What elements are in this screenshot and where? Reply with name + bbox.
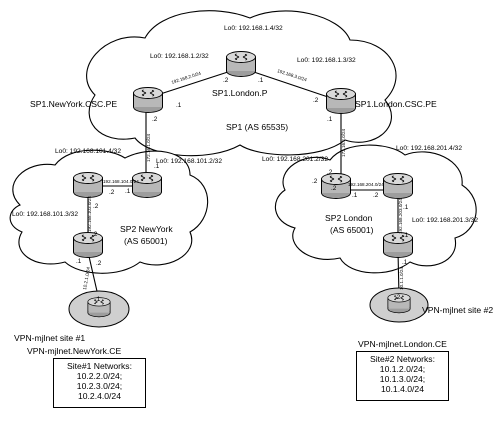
sp2-ny-as: (AS 65001) bbox=[124, 236, 168, 246]
site2-label: VPN-mjlnet site #2 bbox=[422, 305, 493, 315]
port-labels: .1 .2 .2 .1 .1 .2 .1 .2 .1 .2 .2 .1 .2 .… bbox=[76, 77, 409, 303]
ce-ld-name: VPN-mjlnet.London.CE bbox=[358, 339, 447, 349]
svg-text:.1: .1 bbox=[125, 188, 131, 195]
router-sp2-newyork-b bbox=[132, 172, 162, 198]
svg-text:.1: .1 bbox=[327, 116, 333, 123]
lo-sp2-ny-b: Lo0: 192.168.101.2/32 bbox=[156, 158, 222, 165]
svg-text:.2: .2 bbox=[109, 189, 115, 196]
svg-text:.1: .1 bbox=[258, 77, 264, 84]
sp1-as-label: SP1 (AS 65535) bbox=[226, 122, 288, 132]
site2-network-1: 10.1.2.0/24; bbox=[379, 364, 426, 374]
svg-text:.1: .1 bbox=[76, 258, 82, 265]
subnet-ny-a-pe: 192.168.103.0/24 bbox=[87, 196, 92, 232]
svg-text:.2: .2 bbox=[152, 116, 158, 123]
svg-text:.2: .2 bbox=[96, 260, 102, 267]
sp2-ld-as: (AS 65001) bbox=[330, 225, 374, 235]
site2-network-2: 10.1.3.0/24; bbox=[379, 374, 426, 384]
svg-text:.1: .1 bbox=[176, 102, 182, 109]
ce-ny-name: VPN-mjlnet.NewYork.CE bbox=[27, 346, 122, 356]
sp1-ny-pe-name: SP1.NewYork.CSC.PE bbox=[30, 99, 117, 109]
svg-text:.1: .1 bbox=[154, 163, 160, 170]
sp2-london-cloud bbox=[274, 144, 477, 274]
site2-networks-title: Site#2 Networks: bbox=[370, 354, 435, 364]
lo-sp2-ny-a: Lo0: 192.168.101.4/32 bbox=[55, 148, 121, 155]
subnet-ld-a-b: 192.168.204.0/24 bbox=[348, 182, 384, 187]
router-sp1-newyork-pe bbox=[133, 87, 163, 113]
svg-text:.2: .2 bbox=[373, 192, 379, 199]
lo-sp1-p: Lo0: 192.168.1.4/32 bbox=[224, 25, 283, 32]
lo-sp2-ny-pe: Lo0: 192.168.101.3/32 bbox=[12, 211, 78, 218]
subnet-ld-pe-sp2: 172.16.2.0/24 bbox=[341, 128, 346, 157]
sp2-ny-name: SP2 NewYork bbox=[120, 224, 173, 234]
lo-sp1-ny-pe: Lo0: 192.168.1.2/32 bbox=[150, 53, 209, 60]
subnet-ny-pe-ce: 10.2.1.0/24 bbox=[82, 266, 91, 290]
svg-text:.1: .1 bbox=[95, 296, 101, 303]
svg-text:.1: .1 bbox=[352, 192, 358, 199]
lo-sp2-ld-a: Lo0: 192.168.201.2/32 bbox=[262, 156, 328, 163]
site1-network-2: 10.2.3.0/24; bbox=[76, 381, 123, 391]
site1-network-3: 10.2.4.0/24 bbox=[77, 391, 121, 401]
router-sp1-london-pe bbox=[326, 88, 356, 114]
site1-networks-title: Site#1 Networks: bbox=[67, 361, 132, 371]
lo-sp2-ld-pe: Lo0: 192.168.201.3/32 bbox=[412, 217, 478, 224]
subnet-ld-b-pe: 192.168.203.0/24 bbox=[398, 198, 403, 234]
sp1-cloud bbox=[86, 10, 397, 157]
lo-sp1-ld-pe: Lo0: 192.168.1.3/32 bbox=[297, 57, 356, 64]
sp1-ld-pe-name: SP1.London.CSC.PE bbox=[355, 99, 437, 109]
svg-text:.2: .2 bbox=[327, 169, 333, 176]
lo-sp2-ld-b: Lo0: 192.168.201.4/32 bbox=[396, 145, 462, 152]
subnet-ny-a-b: 192.168.104.0/24 bbox=[103, 179, 139, 184]
router-sp2-london-b bbox=[383, 173, 413, 199]
svg-text:.2: .2 bbox=[313, 97, 319, 104]
sp1-core-name: SP1.London.P bbox=[212, 88, 268, 98]
svg-text:.2: .2 bbox=[92, 231, 98, 238]
router-sp2-newyork-a bbox=[73, 172, 103, 198]
site1-label: VPN-mjlnet site #1 bbox=[14, 333, 85, 343]
svg-text:.2: .2 bbox=[223, 77, 229, 84]
site2-network-3: 10.1.4.0/24 bbox=[380, 384, 424, 394]
svg-text:.1: .1 bbox=[402, 259, 408, 266]
site1-network-1: 10.2.2.0/24; bbox=[76, 371, 123, 381]
svg-text:.2: .2 bbox=[395, 294, 401, 301]
svg-text:.2: .2 bbox=[93, 203, 99, 210]
site1-networks-box: Site#1 Networks: 10.2.2.0/24; 10.2.3.0/2… bbox=[53, 358, 146, 408]
sp2-ld-name: SP2 London bbox=[325, 213, 373, 223]
svg-text:.1: .1 bbox=[403, 204, 409, 211]
svg-text:.1: .1 bbox=[403, 232, 409, 239]
svg-text:.2: .2 bbox=[312, 178, 318, 185]
svg-text:.2: .2 bbox=[331, 185, 337, 192]
site2-networks-box: Site#2 Networks: 10.1.2.0/24; 10.1.3.0/2… bbox=[356, 351, 449, 401]
subnet-ld-pe-ce: 10.1.1.0/24 bbox=[399, 267, 404, 290]
router-sp1-london-p bbox=[226, 51, 256, 77]
router-sp2-newyork-pe bbox=[73, 232, 103, 258]
subnet-ny-pe-sp2: 172.16.1.0/24 bbox=[146, 133, 151, 162]
